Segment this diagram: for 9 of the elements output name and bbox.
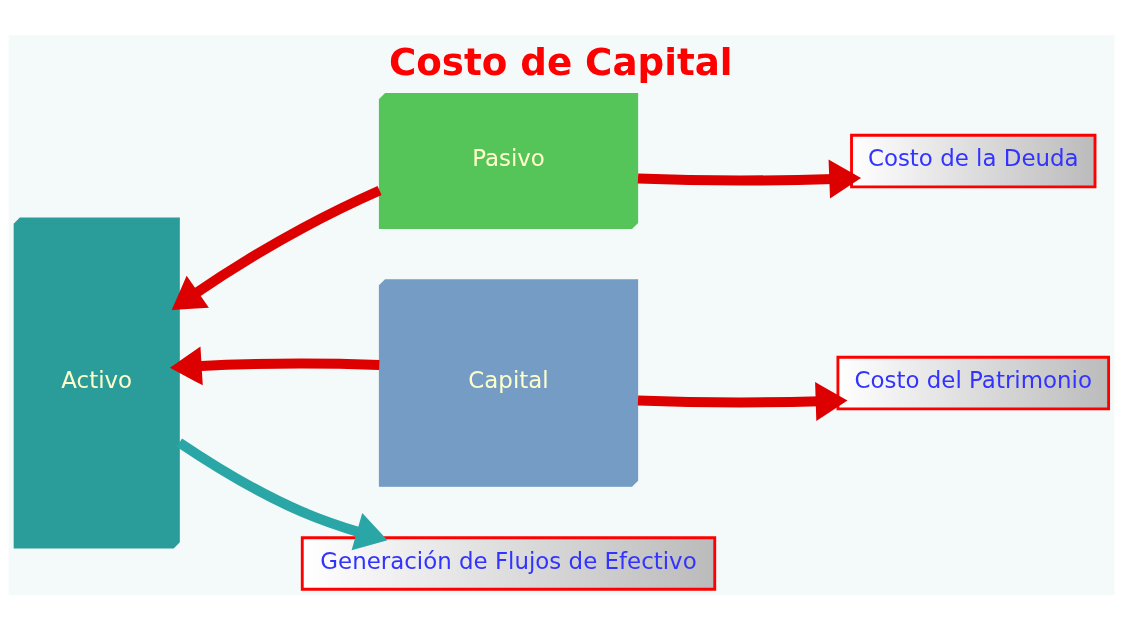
arrow: [176, 437, 388, 550]
diagram-title: Costo de Capital: [388, 39, 733, 84]
arrow: [637, 381, 848, 421]
arrow: [637, 159, 862, 199]
node-box: Costo del Patrimonio: [836, 355, 1111, 410]
arrow: [171, 185, 382, 310]
node-box: Generación de Flujos de Efectivo: [300, 535, 717, 591]
node-box: Costo de la Deuda: [850, 133, 1097, 188]
arrow: [169, 346, 380, 385]
